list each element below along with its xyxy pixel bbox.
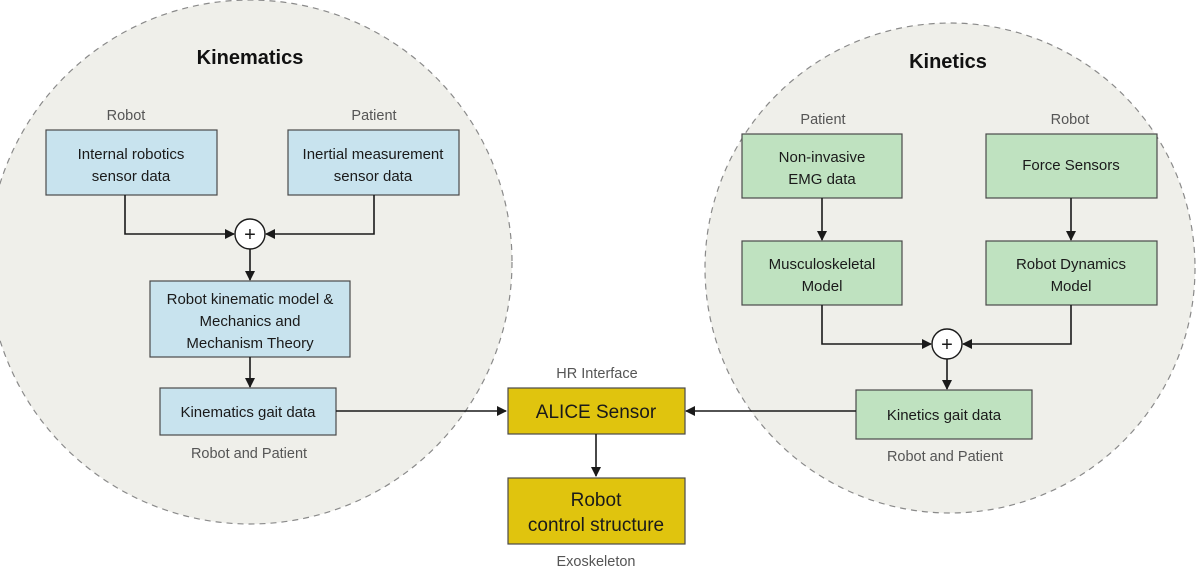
kinetics-robot-label: Robot — [1051, 112, 1090, 128]
inertial-measurement-sensor-line2: sensor data — [334, 168, 413, 185]
exoskeleton-label: Exoskeleton — [557, 554, 636, 570]
kinematics-gait-data-box[interactable]: Kinematics gait data — [159, 387, 337, 436]
kinematics-sum-symbol: + — [244, 224, 256, 246]
kinematics-sum-node: + — [234, 218, 266, 250]
internal-robotics-sensor-line1: Internal robotics — [78, 146, 185, 163]
musculoskeletal-line2: Model — [802, 278, 843, 295]
kinematics-gait-data-label: Kinematics gait data — [180, 404, 316, 421]
emg-data-line2: EMG data — [788, 171, 856, 188]
kinetics-gait-data-box[interactable]: Kinetics gait data — [855, 389, 1033, 440]
emg-data-box[interactable]: Non-invasive EMG data — [741, 133, 903, 199]
internal-robotics-sensor-line2: sensor data — [92, 168, 171, 185]
kinetics-gait-data-label: Kinetics gait data — [887, 407, 1002, 424]
dynamics-to-sum-arrow — [962, 305, 1072, 349]
robot-dynamics-line1: Robot Dynamics — [1016, 256, 1126, 273]
kinetics-footer-label: Robot and Patient — [887, 449, 1003, 465]
musculoskeletal-to-sum-arrow — [821, 305, 932, 349]
kinematic-model-line3: Mechanism Theory — [186, 335, 314, 352]
kinetics-patient-label: Patient — [800, 112, 845, 128]
kinematic-model-line2: Mechanics and — [200, 313, 301, 330]
force-sensors-label: Force Sensors — [1022, 157, 1120, 174]
inertial-to-sum-arrow — [265, 195, 375, 239]
internal-robotics-sensor-box[interactable]: Internal robotics sensor data — [45, 129, 218, 196]
kinematics-patient-label: Patient — [351, 108, 396, 124]
emg-data-line1: Non-invasive — [779, 149, 866, 166]
robot-dynamics-model-box[interactable]: Robot Dynamics Model — [985, 240, 1158, 306]
kinematics-title: Kinematics — [197, 47, 304, 69]
kinematics-robot-label: Robot — [107, 108, 146, 124]
robot-dynamics-line2: Model — [1051, 278, 1092, 295]
inertial-measurement-sensor-line1: Inertial measurement — [303, 146, 445, 163]
force-sensors-box[interactable]: Force Sensors — [985, 133, 1158, 199]
musculoskeletal-line1: Musculoskeletal — [769, 256, 876, 273]
kinetics-title: Kinetics — [909, 51, 987, 73]
inertial-measurement-sensor-box[interactable]: Inertial measurement sensor data — [287, 129, 460, 196]
kinetics-sum-symbol: + — [941, 334, 953, 356]
hr-interface-label: HR Interface — [556, 366, 637, 382]
kinematics-footer-label: Robot and Patient — [191, 446, 307, 462]
robot-control-structure-box[interactable]: Robot control structure — [507, 477, 686, 545]
kinematic-model-line1: Robot kinematic model & — [167, 291, 334, 308]
alice-sensor-box[interactable]: ALICE Sensor — [507, 387, 686, 435]
kinetics-sum-node: + — [931, 328, 963, 360]
musculoskeletal-model-box[interactable]: Musculoskeletal Model — [741, 240, 903, 306]
alice-sensor-label: ALICE Sensor — [536, 402, 657, 423]
control-structure-line1: Robot — [571, 490, 622, 511]
control-structure-line2: control structure — [528, 515, 664, 536]
internal-to-sum-arrow — [124, 195, 235, 239]
robot-kinematic-model-box[interactable]: Robot kinematic model & Mechanics and Me… — [149, 280, 351, 358]
